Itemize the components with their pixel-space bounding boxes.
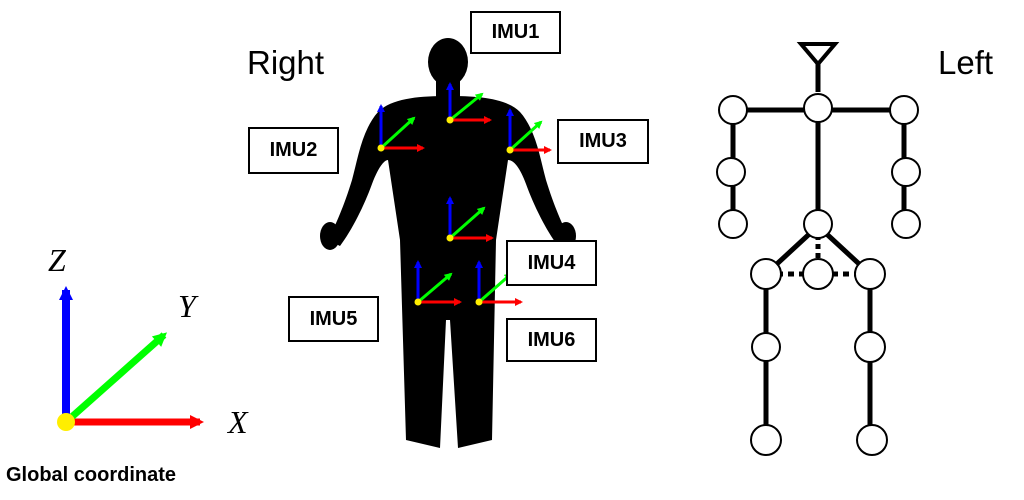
skeleton-joints xyxy=(716,93,921,456)
imu2-axes xyxy=(377,104,425,152)
imu1-axes xyxy=(446,82,492,124)
imu1-label: IMU1 xyxy=(470,11,561,54)
imu5-axes xyxy=(414,260,462,306)
right-side-label: Right xyxy=(247,44,325,81)
imu6-axes xyxy=(475,260,523,306)
global-z-label: Z xyxy=(48,242,66,278)
skeleton-head xyxy=(796,42,840,68)
global-y-axis xyxy=(63,332,167,425)
imu3-label: IMU3 xyxy=(557,119,649,164)
imu2-label: IMU2 xyxy=(248,127,339,174)
global-y-label: Y xyxy=(178,288,196,324)
global-coordinate-axes xyxy=(57,286,204,431)
global-origin xyxy=(57,413,75,431)
imu3-axes xyxy=(506,108,552,154)
imu6-label: IMU6 xyxy=(506,318,597,362)
left-side-label: Left xyxy=(938,44,994,81)
skeleton-model xyxy=(730,42,907,440)
global-x-label: X xyxy=(228,404,248,440)
global-coordinate-label: Global coordinate xyxy=(6,464,177,486)
imu4-label: IMU4 xyxy=(506,240,597,286)
imu4-axes xyxy=(446,196,494,242)
imu5-label: IMU5 xyxy=(288,296,379,342)
